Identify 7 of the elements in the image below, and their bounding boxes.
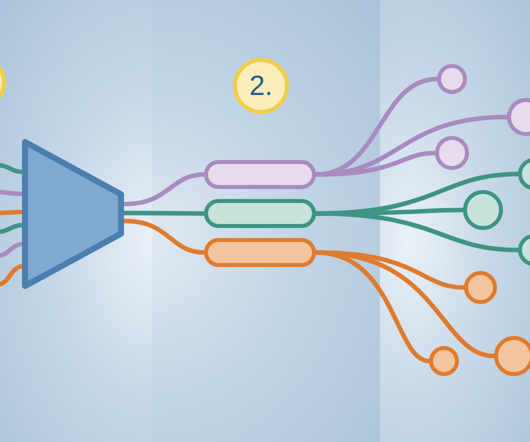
connector-line (122, 218, 206, 255)
pill-shape (204, 238, 316, 267)
pill-shape (204, 160, 316, 189)
connector-line (122, 172, 206, 206)
connector-line (122, 210, 206, 216)
funnel-shape (21, 138, 125, 290)
pill-shape (204, 199, 316, 228)
